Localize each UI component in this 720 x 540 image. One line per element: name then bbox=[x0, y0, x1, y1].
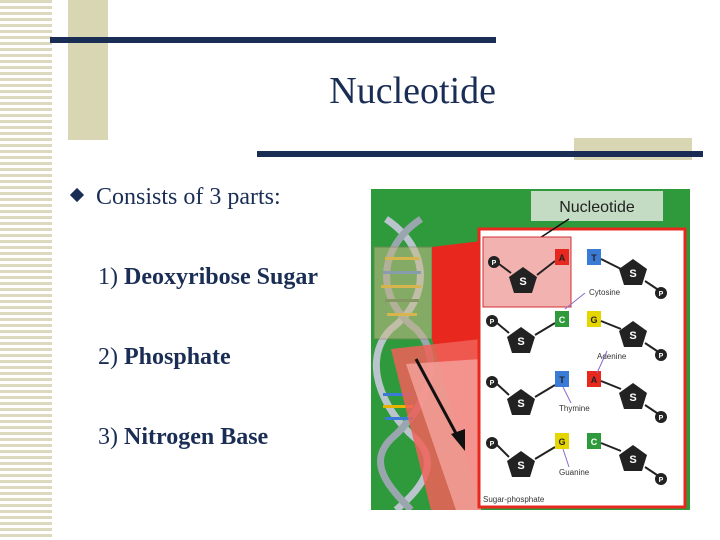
label-thymine: Thymine bbox=[559, 404, 590, 413]
sugar-icon bbox=[507, 451, 535, 477]
list-item: 1) Deoxyribose Sugar bbox=[98, 264, 318, 291]
nucleotide-dna-diagram: Nucleotide P S A P S C P S T P bbox=[371, 189, 690, 510]
svg-text:A: A bbox=[559, 253, 566, 263]
svg-text:T: T bbox=[559, 375, 565, 385]
list-text: Phosphate bbox=[124, 344, 231, 370]
base-c bbox=[555, 311, 569, 327]
svg-text:P: P bbox=[490, 380, 495, 387]
sugar-icon bbox=[507, 327, 535, 353]
label-guanine: Guanine bbox=[559, 468, 590, 477]
label-cytosine: Cytosine bbox=[589, 288, 621, 297]
svg-text:P: P bbox=[490, 441, 495, 448]
sugar-icon bbox=[619, 383, 647, 409]
phosphate-icon bbox=[486, 376, 498, 388]
base-g bbox=[555, 433, 569, 449]
phosphate-icon bbox=[655, 473, 667, 485]
diamond-bullet-icon bbox=[69, 187, 85, 203]
list-text: Deoxyribose Sugar bbox=[124, 264, 318, 290]
right-backbone: T S P G S P A S P C S P bbox=[587, 249, 667, 485]
sugar-icon bbox=[619, 445, 647, 471]
svg-text:S: S bbox=[629, 454, 636, 466]
list-number: 3) bbox=[98, 424, 118, 450]
svg-text:P: P bbox=[659, 415, 664, 422]
zoom-wedge-fade bbox=[406, 359, 481, 510]
slide-title: Nucleotide bbox=[329, 70, 496, 112]
sugar-icon bbox=[619, 321, 647, 347]
sugar-icon bbox=[619, 259, 647, 285]
phosphate-icon bbox=[486, 315, 498, 327]
svg-text:P: P bbox=[490, 319, 495, 326]
arrow-head-icon bbox=[451, 429, 465, 451]
phosphate-icon bbox=[655, 287, 667, 299]
phosphate-icon bbox=[488, 256, 500, 268]
svg-text:S: S bbox=[629, 268, 636, 280]
sugar-icon bbox=[509, 267, 537, 293]
decorative-block bbox=[68, 0, 108, 140]
svg-text:T: T bbox=[591, 253, 597, 263]
svg-text:G: G bbox=[558, 437, 565, 447]
phosphate-icon bbox=[655, 411, 667, 423]
phosphate-icon bbox=[655, 349, 667, 361]
svg-text:A: A bbox=[591, 375, 598, 385]
base-t bbox=[555, 371, 569, 387]
svg-text:C: C bbox=[559, 315, 566, 325]
svg-text:S: S bbox=[517, 336, 524, 348]
base-a bbox=[587, 371, 601, 387]
title-rule-bottom bbox=[257, 151, 703, 157]
svg-text:S: S bbox=[629, 330, 636, 342]
list-item: 3) Nitrogen Base bbox=[98, 424, 268, 451]
list-number: 1) bbox=[98, 264, 118, 290]
base-t bbox=[587, 249, 601, 265]
svg-text:S: S bbox=[517, 460, 524, 472]
left-backbone: P S A P S C P S T P S G bbox=[486, 249, 569, 477]
base-c bbox=[587, 433, 601, 449]
svg-text:G: G bbox=[590, 315, 597, 325]
list-item: 2) Phosphate bbox=[98, 344, 231, 371]
base-g bbox=[587, 311, 601, 327]
svg-text:C: C bbox=[591, 437, 598, 447]
svg-text:P: P bbox=[659, 353, 664, 360]
figure-heading: Nucleotide bbox=[559, 199, 635, 216]
list-text: Nitrogen Base bbox=[124, 424, 269, 450]
arrow-line bbox=[414, 358, 461, 440]
heading-box bbox=[531, 191, 663, 221]
label-sugar-phosphate: Sugar-phosphate bbox=[483, 495, 545, 504]
svg-text:S: S bbox=[629, 392, 636, 404]
bullet-text: Consists of 3 parts: bbox=[96, 184, 281, 210]
svg-text:P: P bbox=[492, 260, 497, 267]
svg-text:S: S bbox=[517, 398, 524, 410]
phosphate-icon bbox=[486, 437, 498, 449]
sugar-icon bbox=[507, 389, 535, 415]
svg-text:P: P bbox=[659, 477, 664, 484]
label-adenine: Adenine bbox=[597, 352, 627, 361]
base-a bbox=[555, 249, 569, 265]
list-number: 2) bbox=[98, 344, 118, 370]
base-labels: Cytosine Adenine Thymine Guanine Sugar-p… bbox=[483, 288, 627, 504]
svg-text:S: S bbox=[519, 276, 526, 288]
bullet-point: Consists of 3 parts: bbox=[69, 184, 281, 211]
svg-text:P: P bbox=[659, 291, 664, 298]
helix-highlight bbox=[373, 246, 433, 340]
title-rule-top bbox=[50, 37, 496, 43]
decorative-stripes bbox=[0, 0, 52, 540]
